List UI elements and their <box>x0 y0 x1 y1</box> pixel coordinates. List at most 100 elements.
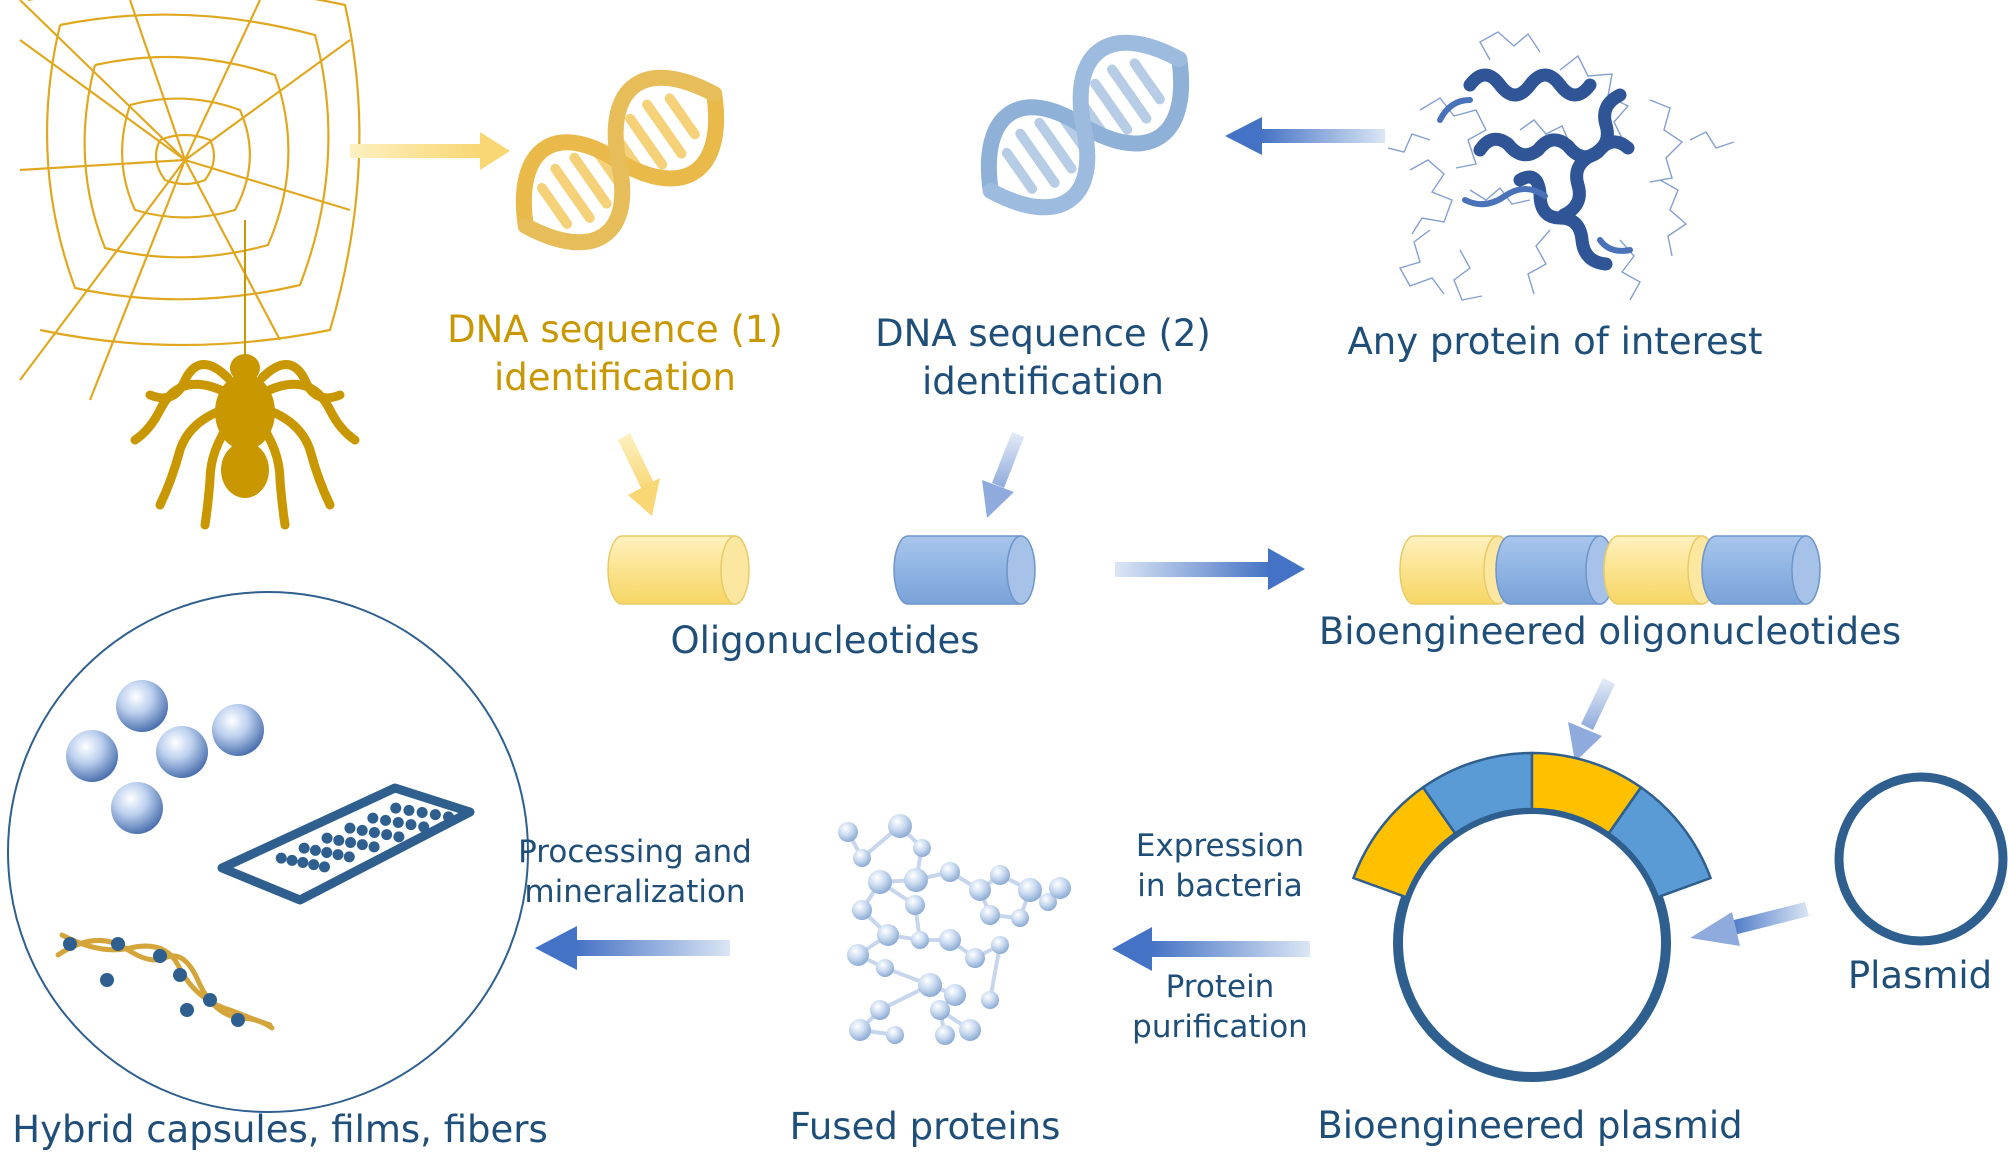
protein-structure-icon <box>1387 31 1735 301</box>
spider-web-icon <box>19 0 361 401</box>
molecule-atom <box>853 849 871 867</box>
film-pore <box>418 821 430 833</box>
molecule-atom <box>1011 909 1029 927</box>
arrow-protein-to-dna2 <box>1225 117 1385 155</box>
sphere-icon <box>66 680 264 834</box>
expression-line1: Expression <box>1135 828 1305 864</box>
dna-sequence-2-line1: DNA sequence (2) <box>875 312 1211 355</box>
dna-sequence-1-label: DNA sequence (1) identification <box>430 306 800 402</box>
molecule-atom <box>904 868 928 892</box>
arrow-web-to-dna1 <box>350 132 510 170</box>
dna-sequence-2-label: DNA sequence (2) identification <box>858 310 1228 406</box>
dna-sequence-1-line1: DNA sequence (1) <box>447 308 783 351</box>
processing-label: Processing and mineralization <box>505 832 765 913</box>
molecule-atom <box>905 895 925 915</box>
molecule-atom <box>849 1019 871 1041</box>
molecule-atom <box>852 900 872 920</box>
molecule-atom <box>868 870 892 894</box>
molecule-atom <box>877 924 899 946</box>
molecule-atom <box>918 973 942 997</box>
purification-line1: Protein <box>1165 969 1275 1005</box>
film-pore <box>429 809 441 821</box>
film-pore <box>367 812 379 824</box>
hybrid-label: Hybrid capsules, films, fibers <box>12 1108 548 1151</box>
film-pore <box>356 839 368 851</box>
film-pore <box>332 849 344 861</box>
molecule-bond <box>988 944 1002 1001</box>
dna-sequence-1-line2: identification <box>494 356 736 400</box>
film-icon <box>217 783 475 905</box>
film-pore <box>333 834 345 846</box>
film-pore <box>443 811 455 823</box>
molecule-atom <box>1018 878 1042 902</box>
molecule-atom <box>981 991 999 1009</box>
molecule-atom <box>911 931 929 949</box>
processing-line1: Processing and <box>518 834 752 870</box>
purification-label: Protein purification <box>1100 967 1340 1048</box>
arrow-dna2-to-oligo <box>982 432 1024 518</box>
oligo-cylinder-blue <box>893 535 1036 605</box>
bio-oligo-chain <box>1399 535 1821 605</box>
film-pore <box>321 847 333 858</box>
fused-proteins-label: Fused proteins <box>789 1105 1061 1148</box>
expression-line2: in bacteria <box>1137 868 1303 905</box>
molecule-atom <box>930 1000 950 1020</box>
film-pore <box>297 857 309 868</box>
arrow-bio-oligo-to-plasmid <box>1568 678 1615 762</box>
molecule-cluster-icon <box>838 814 1071 1045</box>
arrow-plasmid-to-fused <box>1112 927 1310 971</box>
film-pore <box>368 841 380 853</box>
film-pore <box>309 844 321 856</box>
dna-helix-icon <box>980 34 1190 216</box>
molecule-atom <box>991 936 1009 954</box>
molecule-atom <box>990 865 1010 885</box>
molecule-atom <box>886 1026 904 1044</box>
arrow-dna1-to-oligo <box>618 433 660 516</box>
film-pore <box>392 817 404 828</box>
film-pore <box>368 827 380 838</box>
film-pore <box>343 851 355 863</box>
film-pore <box>345 837 357 848</box>
purification-line2: purification <box>1132 1009 1308 1046</box>
arrow-oligo-to-bio-oligo <box>1115 548 1305 590</box>
film-pore <box>344 822 356 834</box>
film-pore <box>298 842 310 854</box>
film-pore <box>380 814 392 826</box>
molecule-atom <box>980 905 1000 925</box>
film-pore <box>405 819 417 831</box>
dna-sequence-2-line2: identification <box>922 360 1164 404</box>
bio-plasmid-ring <box>1393 804 1671 1082</box>
molecule-atom <box>944 984 966 1006</box>
film-pore <box>321 832 333 844</box>
molecule-atom <box>935 1025 955 1045</box>
arrow-fused-to-hybrid <box>535 926 730 970</box>
spider-icon <box>130 220 360 530</box>
plasmid-ring <box>1834 772 2008 946</box>
molecule-atom <box>969 879 991 901</box>
arrow-plasmid-to-bio-plasmid <box>1690 902 1809 946</box>
molecule-atom <box>913 839 931 857</box>
film-pore <box>393 831 405 843</box>
expression-label: Expression in bacteria <box>1100 826 1340 907</box>
film-pore <box>356 824 368 836</box>
film-pore <box>403 804 415 816</box>
film-pore <box>381 829 393 841</box>
molecule-atom <box>1049 877 1071 899</box>
processing-line2: mineralization <box>524 874 746 911</box>
bio-oligonucleotides-label: Bioengineered oligonucleotides <box>1318 610 1902 653</box>
molecule-atom <box>939 929 961 951</box>
film-pore <box>416 807 428 818</box>
oligo-cylinder-yellow <box>607 535 750 605</box>
molecule-atom <box>847 944 869 966</box>
plasmid-label: Plasmid <box>1847 954 1993 997</box>
dna-helix-icon <box>515 69 725 251</box>
molecule-atom <box>888 814 912 838</box>
film-pore <box>275 852 287 864</box>
molecule-atom <box>940 862 960 882</box>
molecule-atom <box>959 1019 981 1041</box>
plasmid-insert-segments <box>1351 751 1713 899</box>
film-pore <box>318 861 330 873</box>
plasmid-insert-segment <box>1607 785 1713 899</box>
molecule-atom <box>838 822 858 842</box>
